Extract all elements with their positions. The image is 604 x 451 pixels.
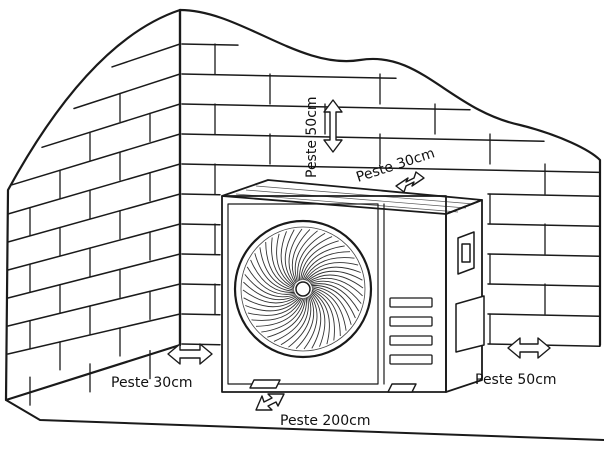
- right-wall-outline: [178, 8, 602, 347]
- unit-top: [221, 179, 483, 215]
- brick-walls: [4, 8, 604, 441]
- label-rear-clearance: Peste 30cm: [354, 145, 437, 185]
- unit-front-inner: [227, 203, 379, 385]
- double-arrow-horizontal-icon: [167, 343, 213, 365]
- floor-outline: [5, 399, 604, 441]
- unit-side: [445, 199, 483, 393]
- right-wall-bricks: [181, 43, 601, 347]
- double-arrow-diagonal-icon: [395, 171, 425, 193]
- unit-feet: [249, 379, 417, 393]
- left-wall-bricks: [7, 43, 181, 406]
- outdoor-unit: [221, 179, 485, 393]
- label-top-clearance: Peste 50cm: [304, 96, 320, 178]
- fan-icon: [233, 219, 373, 359]
- unit-valve-cover: [455, 231, 485, 353]
- left-wall-outline: [4, 8, 182, 402]
- label-left-clearance: Peste 30cm: [111, 375, 193, 391]
- label-front-clearance: Peste 200cm: [280, 413, 370, 429]
- label-right-clearance: Peste 50cm: [475, 372, 557, 388]
- double-arrow-diagonal-icon: [255, 393, 285, 411]
- unit-front: [221, 195, 447, 393]
- double-arrow-vertical-icon: [323, 99, 343, 153]
- unit-top-grille: [235, 185, 475, 213]
- double-arrow-horizontal-icon: [507, 337, 551, 359]
- unit-vents: [389, 297, 433, 365]
